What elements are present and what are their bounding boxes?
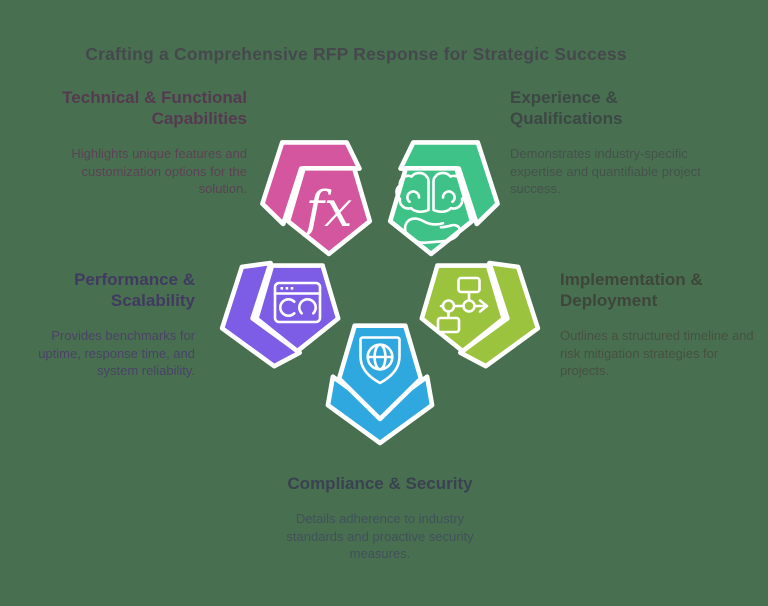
section-performance-text: Performance & Scalability Provides bench… <box>17 269 195 380</box>
compliance-heading: Compliance & Security <box>287 474 473 493</box>
performance-pentagon <box>254 263 341 354</box>
section-technical-text: Technical & Functional Capabilities High… <box>39 87 247 198</box>
technical-pentagon-shape <box>285 166 373 257</box>
flowchart-icon <box>436 276 489 334</box>
technical-heading: Technical & Functional Capabilities <box>62 88 247 128</box>
implementation-pentagon <box>419 263 506 354</box>
browser-window-icon <box>273 281 322 324</box>
function-fx-icon: fx <box>302 180 353 238</box>
experience-body: Demonstrates industry-specific expertise… <box>510 146 701 196</box>
implementation-heading: Implementation & Deployment <box>560 270 703 310</box>
brain-in-hand-icon <box>395 171 467 244</box>
technical-body: Highlights unique features and customiza… <box>71 146 247 196</box>
technical-band <box>260 140 362 227</box>
technical-pentagon: fx <box>285 166 373 257</box>
shield-globe-icon <box>359 336 401 385</box>
section-experience-text: Experience & Qualifications Demonstrates… <box>510 87 718 198</box>
experience-pentagon-shape <box>387 166 475 257</box>
implementation-body: Outlines a structured timeline and risk … <box>560 328 754 378</box>
experience-band <box>398 140 500 227</box>
page-title: Crafting a Comprehensive RFP Response fo… <box>85 44 627 64</box>
experience-pentagon <box>387 166 475 257</box>
performance-body: Provides benchmarks for uptime, response… <box>38 328 195 378</box>
experience-heading: Experience & Qualifications <box>510 88 623 128</box>
performance-heading: Performance & Scalability <box>74 270 195 310</box>
compliance-body: Details adherence to industry standards … <box>286 511 474 561</box>
performance-pentagon-shape <box>254 263 341 354</box>
section-compliance-text: Compliance & Security Details adherence … <box>280 473 480 563</box>
section-implementation-text: Implementation & Deployment Outlines a s… <box>560 269 768 380</box>
compliance-pentagon <box>336 323 424 422</box>
